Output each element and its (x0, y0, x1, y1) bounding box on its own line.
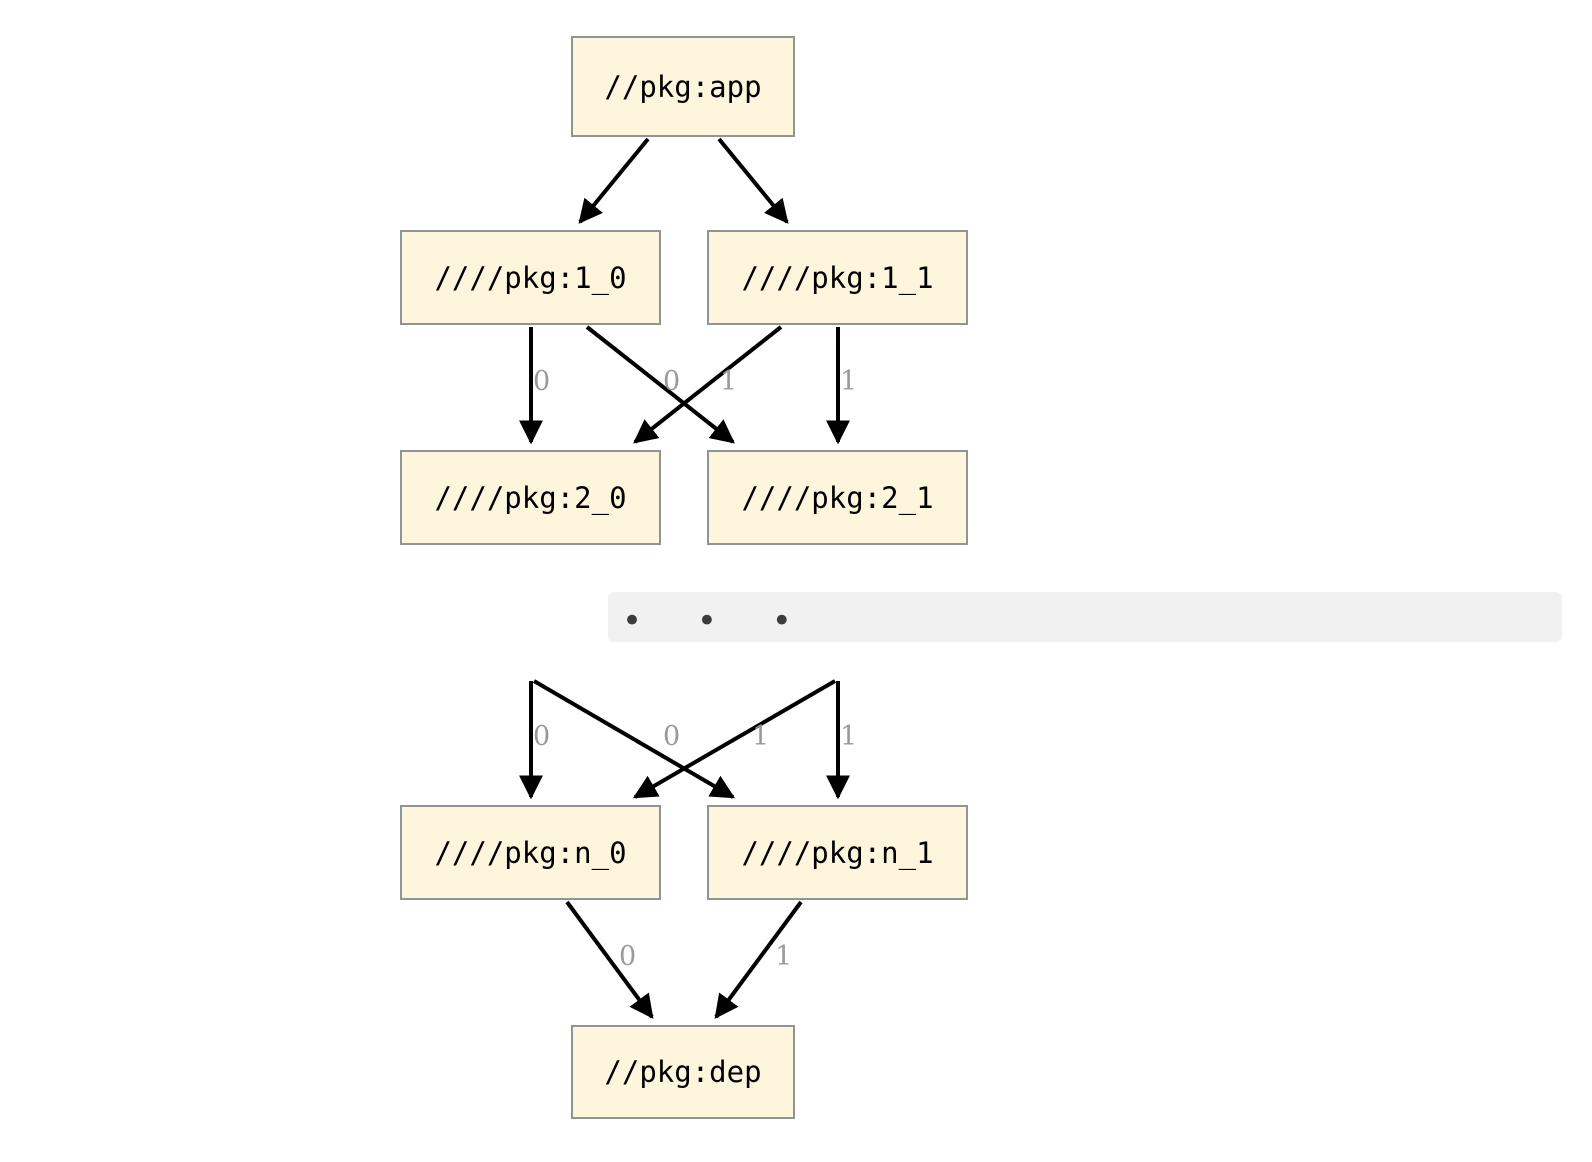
edge-n_1-to-dep (714, 900, 803, 1019)
node-pkg-2_1[interactable]: ////pkg:2_1 (707, 450, 968, 545)
edge-1_0-to-2_1 (585, 325, 735, 444)
edge-label: 0 (663, 721, 681, 752)
node-label: //pkg:dep (604, 1055, 762, 1089)
node-label: ////pkg:2_0 (434, 480, 627, 515)
ellipsis-band: • • • (608, 592, 1562, 642)
node-pkg-1_0[interactable]: ////pkg:1_0 (400, 230, 661, 325)
node-pkg-n_1[interactable]: ////pkg:n_1 (707, 805, 968, 900)
edge-1_1-to-2_0 (633, 325, 783, 444)
edge-app-to-1_0 (578, 137, 650, 224)
node-pkg-dep[interactable]: //pkg:dep (571, 1025, 795, 1119)
node-pkg-1_1[interactable]: ////pkg:1_1 (707, 230, 968, 325)
edge-hidden-to-n_1-cross (532, 679, 736, 799)
node-label: ////pkg:n_0 (434, 835, 627, 870)
node-label: //pkg:app (604, 69, 762, 104)
edge-label: 0 (533, 721, 551, 752)
node-label: ////pkg:n_1 (741, 835, 934, 870)
edge-label: 1 (840, 366, 858, 397)
node-pkg-n_0[interactable]: ////pkg:n_0 (400, 805, 661, 900)
ellipsis-dots: • • • (622, 601, 814, 641)
node-label: ////pkg:1_0 (434, 260, 627, 295)
edge-n_0-to-dep (565, 900, 654, 1019)
edge-label: 1 (720, 366, 738, 397)
edge-label: 1 (840, 721, 858, 752)
edge-label: 0 (533, 366, 551, 397)
edge-app-to-1_1 (717, 137, 789, 224)
node-label: ////pkg:1_1 (741, 260, 934, 295)
node-pkg-app[interactable]: //pkg:app (571, 36, 795, 137)
edge-label: 0 (619, 941, 637, 972)
node-pkg-2_0[interactable]: ////pkg:2_0 (400, 450, 661, 545)
node-label: ////pkg:2_1 (741, 480, 934, 515)
edge-label: 1 (752, 721, 770, 752)
edge-hidden-to-n_0-cross (632, 679, 837, 799)
edge-label: 1 (775, 941, 793, 972)
edge-label: 0 (663, 366, 681, 397)
